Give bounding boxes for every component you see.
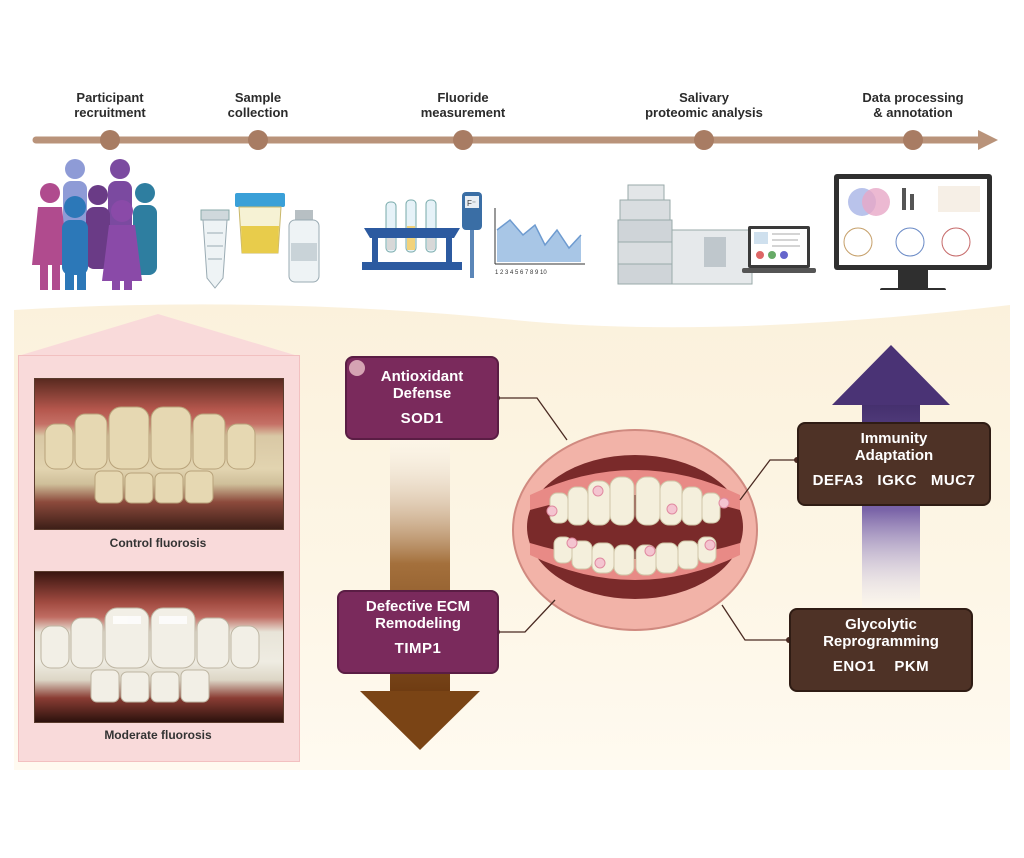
control-fluorosis-caption: Control fluorosis (109, 536, 207, 550)
antioxidant-defense-title: Antioxidant Defense (380, 368, 464, 402)
monitor-icon (834, 174, 992, 296)
glycolytic-reprogramming-box: Glycolytic Reprogramming ENO1 PKM (789, 608, 973, 692)
immunity-adaptation-box: Immunity Adaptation DEFA3 IGKC MUC7 (797, 422, 991, 506)
laptop-icon (742, 226, 816, 273)
fluoride-meter-icon: F⁻ (462, 192, 482, 278)
immunity-adaptation-title: Immunity Adaptation (854, 430, 934, 464)
mass-spectrometer-icon (617, 184, 753, 285)
glycolytic-reprogramming-genes: ENO1 PKM (832, 658, 930, 675)
immunity-adaptation-genes: DEFA3 IGKC MUC7 (812, 472, 976, 489)
step-label: Participant recruitment (74, 90, 146, 120)
timeline-node (903, 130, 923, 150)
ecm-remodeling-title: Defective ECM Remodeling (365, 598, 471, 632)
glycolytic-reprogramming-title: Glycolytic Reprogramming (823, 616, 939, 650)
ecm-remodeling-genes: TIMP1 (394, 640, 442, 657)
step-label: Data processing & annotation (862, 90, 964, 120)
test-tube-rack-icon (362, 199, 462, 270)
pink-panel-arrow (18, 314, 298, 356)
step-label: Sample collection (227, 90, 289, 120)
people-icon (32, 159, 157, 307)
sample-tubes-icon (200, 193, 320, 289)
timeline-node (694, 130, 714, 150)
timeline-node (248, 130, 268, 150)
step-label: Fluoride measurement (420, 90, 506, 120)
svg-text:1 2 3 4 5 6 7 8 9 10: 1 2 3 4 5 6 7 8 9 10 (495, 270, 547, 276)
timeline-arrow (32, 130, 998, 150)
svg-text:F⁻: F⁻ (467, 199, 476, 208)
antioxidant-defense-box: Antioxidant Defense SOD1 (345, 356, 499, 440)
control-fluorosis-photo (34, 378, 284, 530)
moderate-fluorosis-caption: Moderate fluorosis (104, 728, 212, 742)
line-graph-icon: 1 2 3 4 5 6 7 8 9 10 (494, 208, 585, 276)
step-label: Salivary proteomic analysis (645, 90, 763, 120)
ecm-remodeling-box: Defective ECM Remodeling TIMP1 (337, 590, 499, 674)
timeline-node (453, 130, 473, 150)
background-wave (14, 290, 1010, 328)
timeline-node (100, 130, 120, 150)
moderate-fluorosis-photo (34, 571, 284, 723)
antioxidant-defense-genes: SOD1 (400, 410, 444, 427)
mouth-icon (512, 429, 758, 631)
